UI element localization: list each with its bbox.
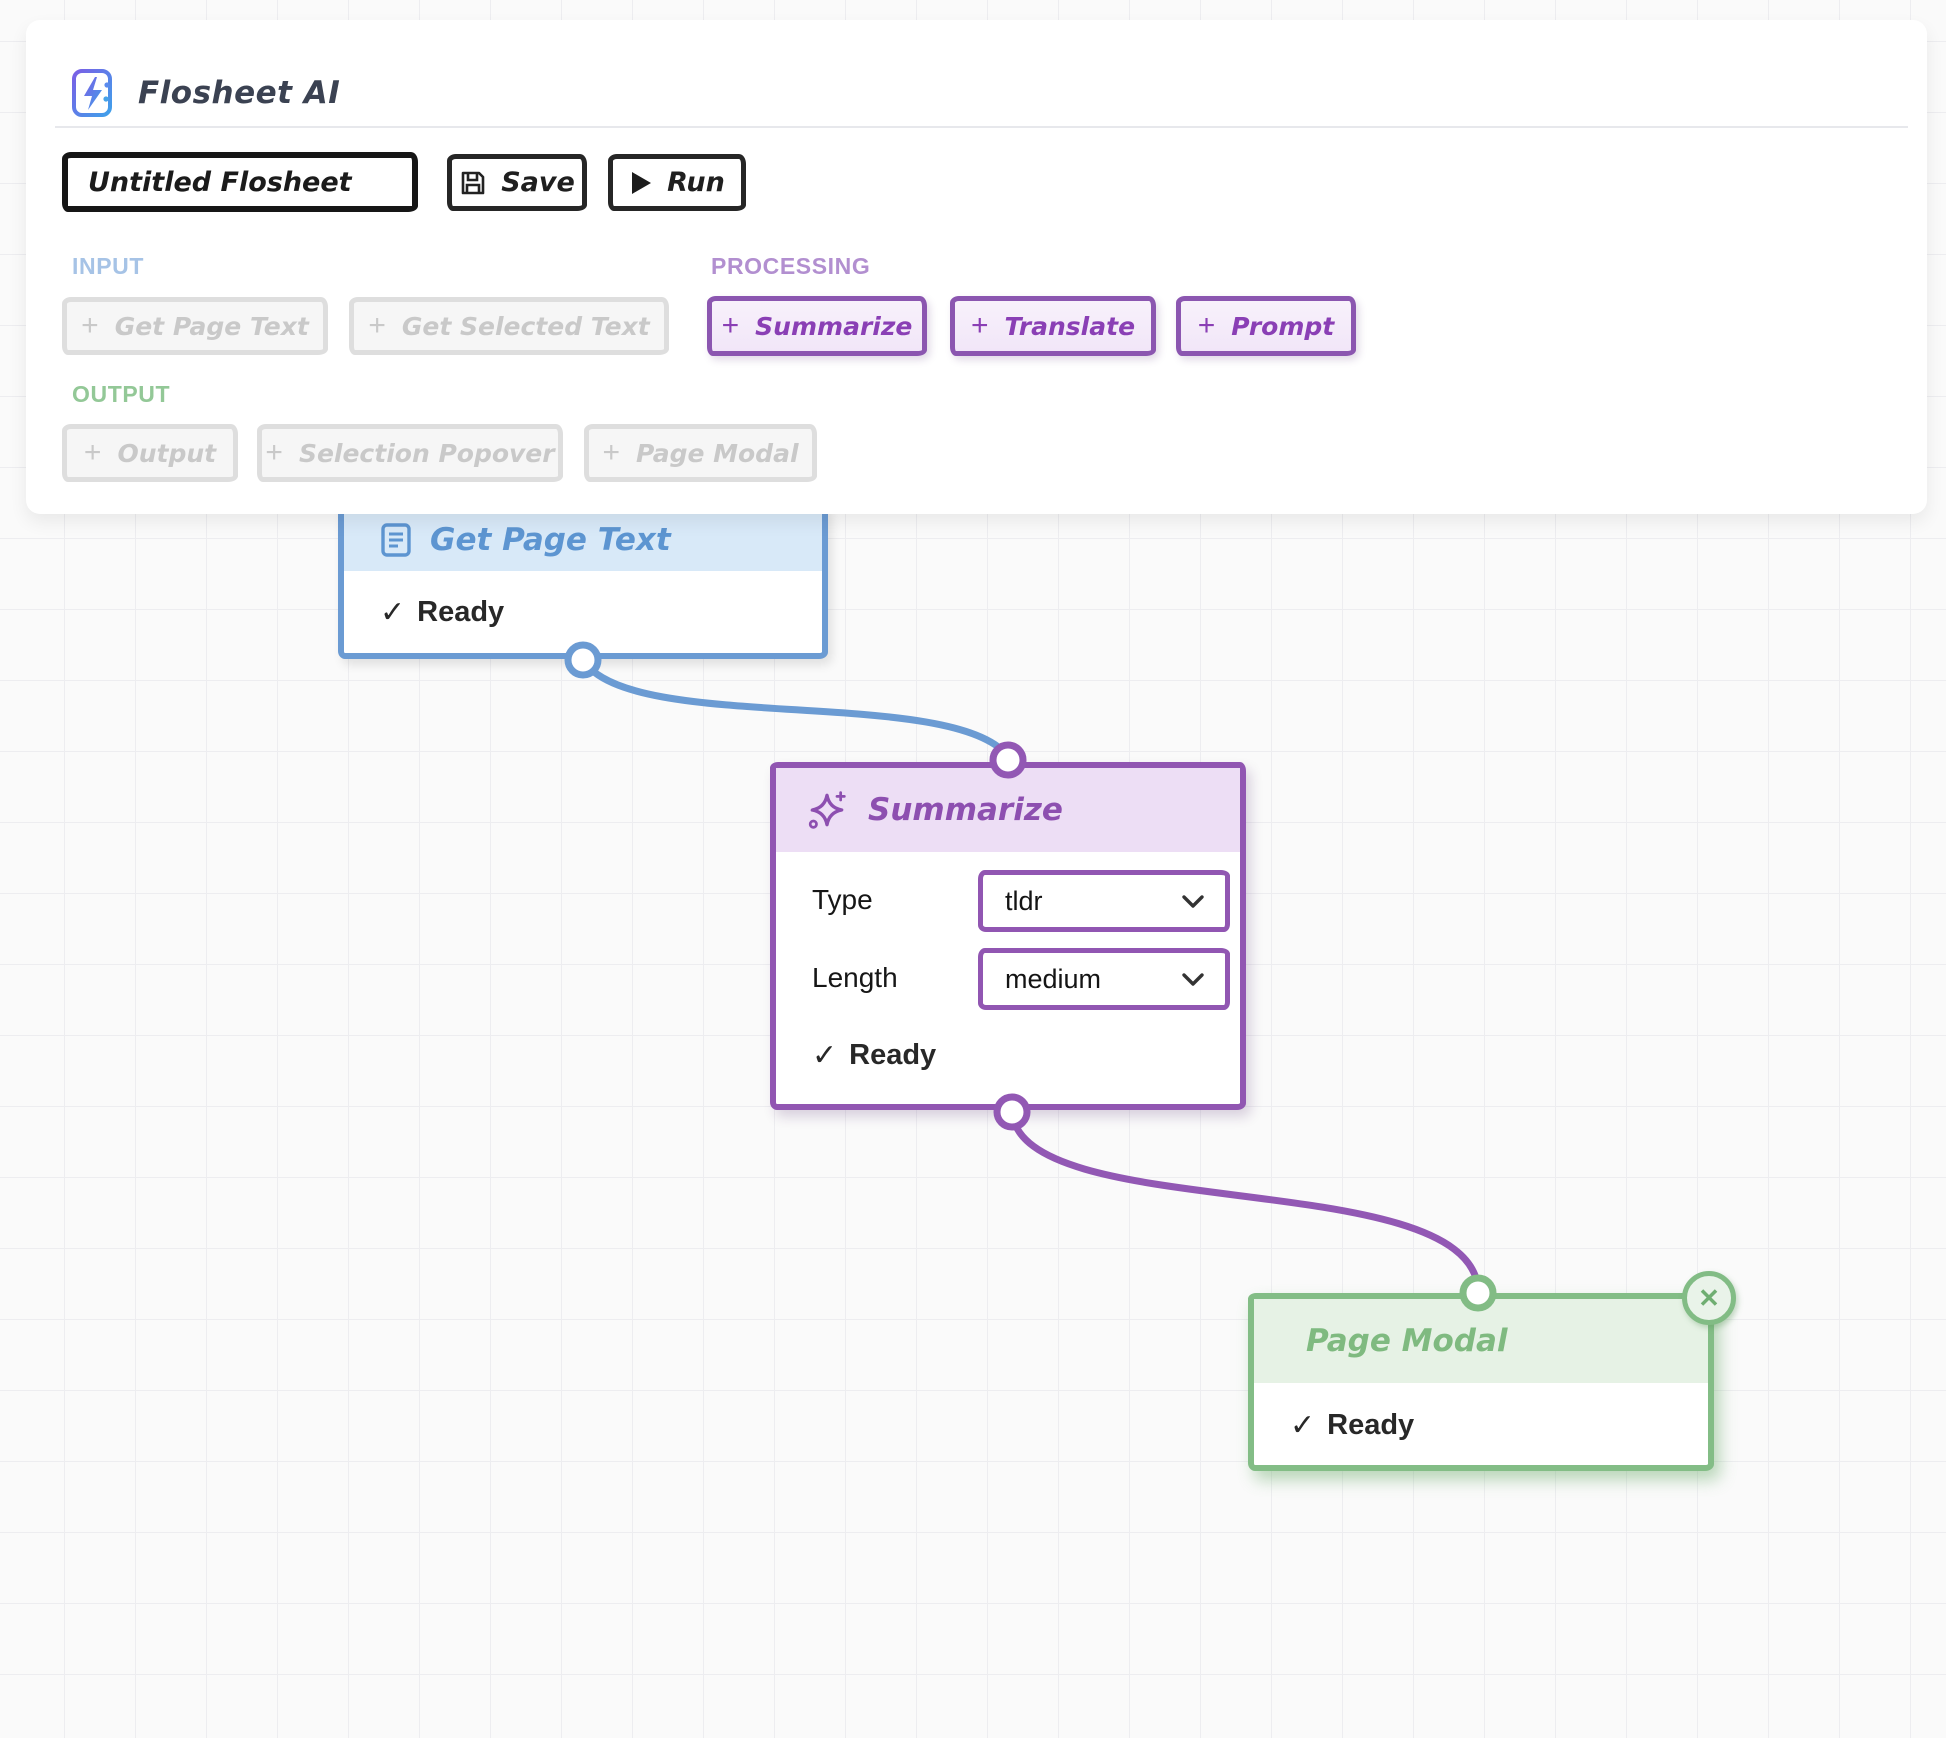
- app-logo-icon: [72, 69, 112, 117]
- summarize-length-select[interactable]: medium: [978, 948, 1230, 1010]
- palette-prompt-button[interactable]: + Prompt: [1176, 296, 1356, 356]
- check-icon: ✓: [1290, 1408, 1316, 1442]
- plus-icon: +: [265, 436, 283, 469]
- palette-output-button: + Output: [62, 424, 238, 482]
- palette-button-label: Get Page Text: [114, 311, 309, 341]
- palette-button-label: Output: [117, 438, 217, 468]
- status-text: Ready: [1327, 1408, 1415, 1441]
- chevron-down-icon: [1182, 894, 1204, 908]
- run-label: Run: [667, 167, 725, 198]
- palette-button-label: Summarize: [755, 311, 913, 341]
- status-text: Ready: [849, 1039, 937, 1071]
- play-icon: [632, 171, 652, 194]
- flosheet-name-input[interactable]: [62, 152, 418, 212]
- plus-icon: +: [970, 309, 989, 342]
- plus-icon: +: [368, 309, 386, 342]
- divider: [55, 126, 1908, 128]
- palette-button-label: Page Modal: [635, 438, 799, 468]
- plus-icon: +: [721, 309, 740, 342]
- plus-icon: +: [81, 309, 99, 342]
- palette-translate-button[interactable]: + Translate: [950, 296, 1156, 356]
- check-icon: ✓: [380, 595, 406, 629]
- field-label: Type: [812, 884, 873, 915]
- document-icon: [381, 523, 411, 557]
- app-brand: Flosheet AI: [70, 68, 340, 118]
- select-value: medium: [1005, 963, 1102, 994]
- status-badge: ✓ Ready: [1290, 1408, 1414, 1443]
- plus-icon: +: [602, 436, 620, 469]
- field-label: Length: [812, 962, 898, 993]
- check-icon: ✓: [812, 1039, 838, 1072]
- node-title: Summarize: [868, 792, 1063, 828]
- node-page-modal-header[interactable]: Page Modal: [1254, 1299, 1708, 1383]
- status-badge: ✓ Ready: [812, 1038, 936, 1073]
- node-get-page-text-header[interactable]: Get Page Text: [344, 509, 822, 571]
- sparkle-icon: [808, 791, 846, 829]
- palette-summarize-button[interactable]: + Summarize: [707, 296, 927, 356]
- page-title: Flosheet AI: [138, 75, 341, 111]
- node-summarize[interactable]: Summarize Type tldr Length medium ✓ Read…: [770, 762, 1246, 1110]
- palette-page-modal-button: + Page Modal: [584, 424, 817, 482]
- palette-button-label: Selection Popover: [298, 438, 555, 468]
- node-page-modal-body: ✓ Ready: [1254, 1383, 1708, 1467]
- plus-icon: +: [83, 436, 102, 469]
- close-icon[interactable]: ✕: [1682, 1271, 1736, 1325]
- node-title: Page Modal: [1306, 1323, 1508, 1359]
- plus-icon: +: [1197, 309, 1216, 342]
- palette-get-selected-text-button: + Get Selected Text: [349, 297, 669, 355]
- status-text: Ready: [417, 595, 505, 628]
- save-label: Save: [501, 167, 575, 198]
- summarize-type-select[interactable]: tldr: [978, 870, 1230, 932]
- chevron-down-icon: [1182, 972, 1204, 986]
- output-section-label: OUTPUT: [72, 381, 171, 407]
- edge-getpagetext-summarize: [579, 656, 1012, 760]
- node-page-modal[interactable]: ✕ Page Modal ✓ Ready: [1248, 1271, 1736, 1471]
- status-badge: ✓ Ready: [380, 595, 504, 630]
- palette-get-page-text-button: + Get Page Text: [62, 297, 328, 355]
- processing-section-label: PROCESSING: [711, 253, 871, 279]
- input-section-label: INPUT: [72, 253, 144, 279]
- node-get-page-text-body: ✓ Ready: [344, 571, 822, 653]
- node-summarize-header[interactable]: Summarize: [776, 768, 1240, 852]
- palette-button-label: Get Selected Text: [401, 311, 650, 341]
- edge-summarize-pagemodal: [1008, 1108, 1482, 1292]
- toolbar-panel: Flosheet AI Save Run INPUT PROCESSING OU…: [26, 20, 1927, 514]
- save-button[interactable]: Save: [447, 154, 587, 211]
- run-button[interactable]: Run: [608, 154, 746, 211]
- node-get-page-text[interactable]: Get Page Text ✓ Ready: [338, 503, 828, 659]
- palette-button-label: Prompt: [1231, 311, 1335, 341]
- save-icon: [461, 171, 485, 194]
- palette-button-label: Translate: [1004, 311, 1136, 341]
- node-title: Get Page Text: [430, 522, 671, 558]
- select-value: tldr: [1005, 885, 1043, 916]
- palette-selection-popover-button: + Selection Popover: [257, 424, 563, 482]
